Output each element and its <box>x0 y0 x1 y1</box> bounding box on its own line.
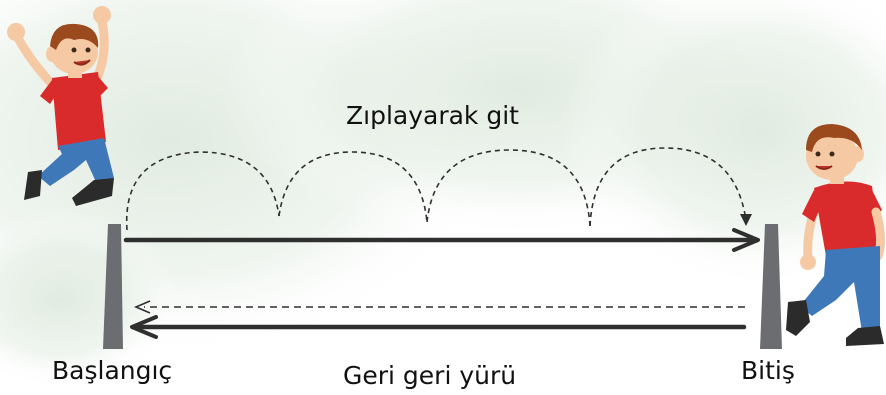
instruction-hop-label: Zıplayarak git <box>346 101 519 130</box>
finish-label: Bitiş <box>741 356 795 385</box>
start-label: Başlangıç <box>52 356 173 385</box>
jumping-boy <box>7 6 114 206</box>
hop-arc-3 <box>426 149 591 227</box>
backward-arrow <box>130 315 747 339</box>
instruction-walk-back-label: Geri geri yürü <box>343 361 517 390</box>
hop-arc-1 <box>125 151 280 231</box>
forward-arrow <box>123 228 760 252</box>
finish-post <box>760 224 782 349</box>
hop-arc-2 <box>278 151 428 223</box>
backward-dashed-arrow <box>133 300 745 314</box>
hop-arrow-head <box>740 214 752 226</box>
start-post <box>103 224 123 349</box>
walking-boy <box>786 124 886 346</box>
hop-path <box>125 147 752 231</box>
